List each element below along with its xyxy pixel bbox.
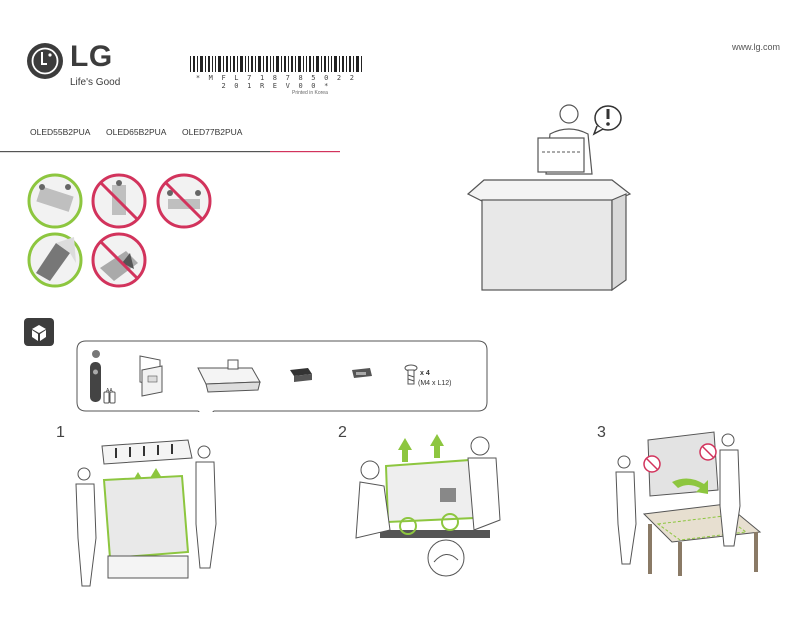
step-2-illustration [355, 434, 501, 577]
header-rule [0, 151, 340, 153]
step-number: 1 [56, 424, 65, 441]
correct-handling-icon [27, 232, 83, 288]
website-url[interactable]: www.lg.com [731, 42, 780, 52]
screw-quantity: x 4 [420, 370, 430, 377]
person-figure [615, 433, 741, 565]
brand-logo-text: LG [70, 40, 113, 73]
step-1-illustration [75, 439, 217, 587]
box-base [380, 530, 490, 538]
person-figure [75, 445, 217, 587]
table [642, 503, 762, 576]
prohibited-handling-icon [156, 173, 212, 229]
stand-base-icon [197, 359, 261, 393]
screw-icon [404, 364, 418, 385]
step-3-illustration [615, 431, 762, 576]
model-number: OLED65B2PUA [106, 127, 167, 137]
cable-holder-icon [290, 368, 312, 382]
grip-highlight [441, 513, 459, 531]
accessories-panel [76, 340, 488, 412]
barcode-number: * M F L 7 1 8 7 8 5 0 2 2 2 0 1 R E V 0 … [195, 74, 357, 90]
tv-panel [384, 458, 476, 524]
box-top-lid [101, 439, 193, 465]
warning-exclamation-icon [592, 105, 622, 136]
battery-icon [103, 391, 116, 404]
step-number: 2 [338, 424, 347, 441]
shipping-box [466, 179, 632, 292]
person-figure [355, 436, 501, 539]
prohibited-handling-icon [91, 232, 147, 288]
unpacking-box-icon [24, 318, 54, 346]
grip-detail-magnifier [427, 539, 465, 577]
screw-size: (M4 x L12) [418, 380, 452, 387]
manual-icon [139, 355, 163, 397]
handling-guidance-icons [27, 173, 212, 288]
remote-control-icon [90, 350, 101, 402]
brand-tagline: Life's Good [70, 77, 121, 88]
grip-highlight [399, 517, 417, 535]
prohibited-handling-icon [91, 173, 147, 229]
barcode [190, 56, 362, 72]
step-number: 3 [597, 424, 606, 441]
rotate-arrow-icon [672, 478, 708, 494]
correct-handling-icon [27, 173, 83, 229]
battery-type-label: AA [106, 388, 113, 394]
lg-logo-icon [27, 43, 63, 79]
unboxing-warning-illustration [466, 104, 632, 292]
model-number: OLED55B2PUA [30, 127, 91, 137]
stand-cover-icon [352, 368, 372, 378]
tv-box [102, 474, 190, 579]
paper-sheet [537, 137, 585, 173]
up-arrow-icon [398, 434, 444, 462]
model-number: OLED77B2PUA [182, 127, 243, 137]
printed-in-label: Printed in Korea [292, 90, 328, 96]
prohibited-handling-icon [643, 443, 717, 473]
